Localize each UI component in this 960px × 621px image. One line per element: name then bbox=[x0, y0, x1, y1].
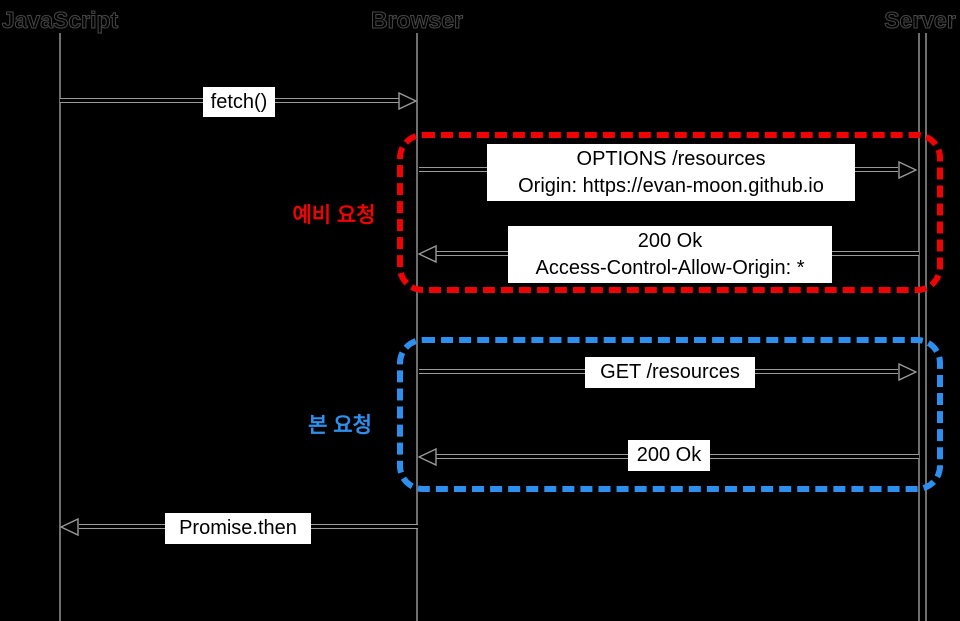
arrowhead-right-icon bbox=[898, 160, 917, 180]
arrowhead-left-icon bbox=[418, 447, 437, 467]
lifeline-server-inner bbox=[925, 33, 927, 621]
actor-label-browser: Browser bbox=[370, 7, 464, 34]
message-label-options-request: OPTIONS /resources Origin: https://evan-… bbox=[487, 144, 855, 201]
arrowhead-left-icon bbox=[60, 517, 79, 537]
main-group-label: 본 요청 bbox=[308, 414, 372, 437]
message-label-promise-then: Promise.then bbox=[165, 513, 311, 544]
message-label-preflight-response: 200 Ok Access-Control-Allow-Origin: * bbox=[508, 226, 832, 283]
arrowhead-left-icon bbox=[418, 244, 437, 264]
arrowhead-right-icon bbox=[898, 362, 917, 382]
lifeline-server-outer bbox=[918, 33, 920, 621]
message-label-main-response: 200 Ok bbox=[628, 440, 710, 471]
preflight-request-group-frame bbox=[397, 132, 943, 293]
message-label-fetch: fetch() bbox=[203, 87, 275, 117]
preflight-group-label: 예비 요청 bbox=[292, 204, 376, 227]
main-request-group-frame bbox=[397, 337, 943, 492]
lifeline-browser bbox=[416, 33, 418, 621]
lifeline-javascript bbox=[59, 33, 61, 621]
message-label-get-request: GET /resources bbox=[585, 357, 755, 388]
arrowhead-right-icon bbox=[398, 91, 417, 111]
actor-label-javascript: JavaScript bbox=[1, 7, 119, 34]
actor-label-server: Server bbox=[884, 7, 957, 34]
